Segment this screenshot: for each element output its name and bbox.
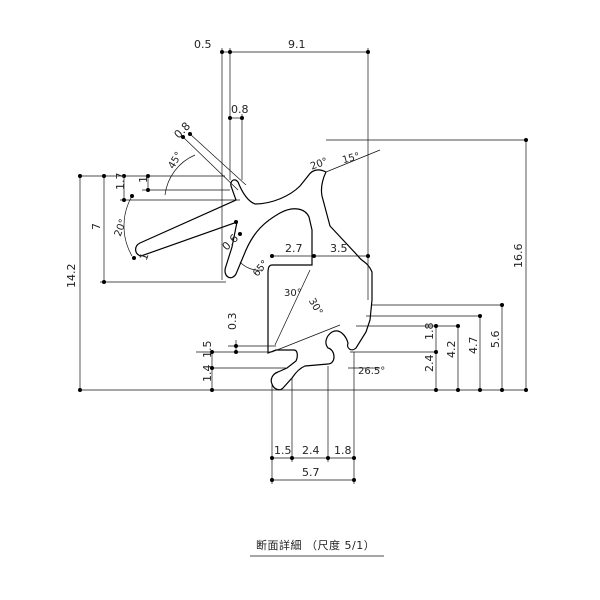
label-30-left: 30° (284, 288, 302, 299)
dim-tick (366, 50, 370, 54)
label-20-left: 20° (113, 218, 129, 238)
dim-tick (234, 220, 238, 224)
dim-tick (238, 232, 242, 236)
label-14-2: 14.2 (65, 264, 78, 289)
arc-20-left (123, 195, 133, 257)
label-7: 7 (90, 223, 103, 230)
label-15: 15° (341, 151, 361, 166)
label-2-7: 2.7 (285, 242, 303, 255)
dim-tick (434, 350, 438, 354)
label-1-7: 1.7 (114, 173, 127, 191)
drawing-caption: 断面詳細 （尺度 5/1） (256, 538, 375, 552)
dim-tick (456, 388, 460, 392)
inner-diagonal-cut-2 (271, 324, 341, 353)
label-1-4: 1.4 (201, 365, 214, 383)
label-0-8-top: 0.8 (231, 103, 249, 116)
ext-angled-2 (189, 133, 247, 186)
dim-tick (146, 188, 150, 192)
label-1-5-vertical: 1.5 (201, 341, 214, 359)
label-1-8-horizontal: 1.8 (334, 444, 352, 457)
dim-tick (228, 116, 232, 120)
dim-tick (352, 478, 356, 482)
label-2-4-horizontal: 2.4 (302, 444, 320, 457)
label-5-6: 5.6 (489, 331, 502, 349)
arc-65 (239, 261, 263, 271)
dim-tick (146, 174, 150, 178)
dim-tick (210, 366, 214, 370)
label-9-1: 9.1 (288, 38, 306, 51)
dim-tick (524, 138, 528, 142)
label-0-3: 0.3 (226, 313, 239, 331)
label-0-8-angled: 0.8 (172, 120, 194, 142)
dim-tick (524, 388, 528, 392)
label-1-8-vertical: 1.8 (423, 323, 436, 341)
dim-tick (270, 254, 274, 258)
dim-tick (122, 198, 126, 202)
ext-angled-1 (182, 136, 239, 191)
label-5-7: 5.7 (302, 466, 320, 479)
dim-tick (500, 303, 504, 307)
label-4-2: 4.2 (445, 341, 458, 359)
dim-tick (478, 314, 482, 318)
ext-15-line (325, 149, 381, 173)
label-20-top: 20° (309, 156, 329, 172)
dim-tick (228, 50, 232, 54)
label-45: 45° (167, 150, 185, 171)
dim-tick (326, 456, 330, 460)
label-26-5: 26.5° (358, 366, 385, 377)
dim-tick (132, 256, 136, 260)
dim-tick (210, 388, 214, 392)
dim-tick (210, 350, 214, 354)
dim-tick (234, 350, 238, 354)
label-2-4-vertical: 2.4 (423, 355, 436, 373)
dim-tick (434, 388, 438, 392)
dim-tick (188, 132, 192, 136)
dim-tick (478, 388, 482, 392)
dim-tick (366, 254, 370, 258)
dim-tick (352, 456, 356, 460)
dim-tick (102, 280, 106, 284)
label-1-tip: 1 (137, 251, 152, 262)
seal-profile (135, 169, 373, 391)
dim-tick (500, 388, 504, 392)
label-16-6: 16.6 (512, 244, 525, 269)
inner-diagonal-cut (274, 269, 311, 346)
dim-tick (130, 194, 134, 198)
dim-tick (456, 324, 460, 328)
dim-tick (122, 174, 126, 178)
dim-tick (270, 478, 274, 482)
dim-tick (220, 50, 224, 54)
dim-tick (270, 456, 274, 460)
label-0-5: 0.5 (194, 38, 212, 51)
label-1-5-horizontal: 1.5 (274, 444, 292, 457)
dim-tick (240, 116, 244, 120)
dim-tick (434, 324, 438, 328)
label-1: 1 (137, 176, 150, 183)
dim-tick (78, 174, 82, 178)
dim-tick (290, 456, 294, 460)
dim-tick (234, 344, 238, 348)
dim-tick (102, 174, 106, 178)
dim-tick (181, 135, 185, 139)
label-4-7: 4.7 (467, 337, 480, 355)
dim-tick (312, 254, 316, 258)
label-3-5: 3.5 (330, 242, 348, 255)
